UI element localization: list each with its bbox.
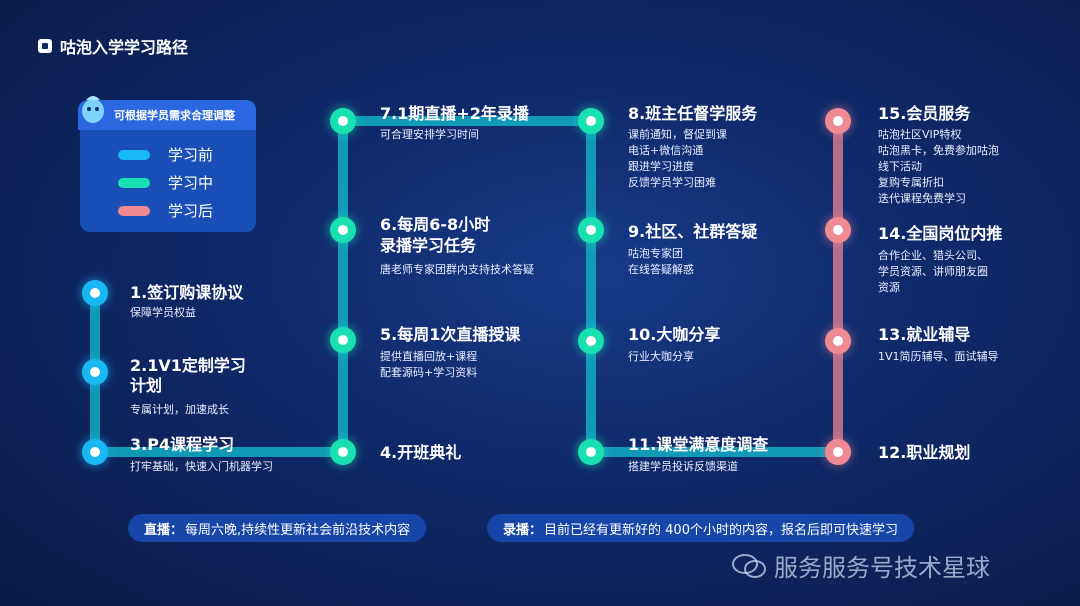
step-node-6 <box>330 217 356 243</box>
step-node-14 <box>825 217 851 243</box>
legend-swatch-before <box>118 149 150 160</box>
watermark-text: 服务服务号技术星球 <box>774 554 990 582</box>
step-desc-5: 配套源码+学习资料 <box>380 366 478 379</box>
step-desc-8: 电话+微信沟通 <box>628 144 704 157</box>
step-title-1: 1.签订购课协议 <box>130 283 244 302</box>
legend-header-text: 可根据学员需求合理调整 <box>114 109 235 122</box>
step-desc-9: 咕泡专家团 <box>628 247 683 260</box>
legend-panel: 可根据学员需求合理调整 学习前 学习中 学习后 <box>78 96 256 232</box>
step-desc-15: 迭代课程免费学习 <box>878 192 966 205</box>
step-node-2 <box>82 359 108 385</box>
step-title-13: 13.就业辅导 <box>878 325 971 344</box>
step-node-7 <box>330 108 356 134</box>
step-desc-15: 线下活动 <box>878 160 922 173</box>
step-desc-8: 课前通知，督促到课 <box>628 128 727 141</box>
step-title-10: 10.大咖分享 <box>628 325 721 344</box>
step-title-7: 7.1期直播+2年录播 <box>380 104 529 123</box>
wechat-icon <box>732 553 766 578</box>
legend-item-during: 学习中 <box>118 172 213 193</box>
step-title-5: 5.每周1次直播授课 <box>380 325 521 344</box>
step-desc-15: 复购专属折扣 <box>878 176 944 189</box>
step-node-11 <box>578 439 604 465</box>
step-title-6: 6.每周6-8小时 <box>380 215 491 234</box>
step-node-4 <box>330 439 356 465</box>
step-node-12 <box>825 439 851 465</box>
step-desc-14: 学员资源、讲师朋友圈 <box>878 265 988 278</box>
step-desc-8: 跟进学习进度 <box>628 160 694 173</box>
step-node-10 <box>578 328 604 354</box>
legend-swatch-during <box>118 177 150 188</box>
legend-item-before: 学习前 <box>118 144 213 165</box>
step-desc-14: 资源 <box>878 281 900 294</box>
step-desc-11: 搭建学员投诉反馈渠道 <box>628 460 738 473</box>
legend-item-after: 学习后 <box>118 200 213 221</box>
step-desc-10: 行业大咖分享 <box>628 350 694 363</box>
step-desc-2: 专属计划，加速成长 <box>130 403 229 416</box>
step-node-5 <box>330 327 356 353</box>
step-title-4: 4.开班典礼 <box>380 443 462 462</box>
step-title-12: 12.职业规划 <box>878 443 971 462</box>
step-node-1 <box>82 280 108 306</box>
step-desc-9: 在线答疑解惑 <box>628 263 694 276</box>
square-bullet-icon <box>38 39 52 53</box>
step-title-3: 3.P4课程学习 <box>130 435 235 454</box>
step-node-3 <box>82 439 108 465</box>
record-note-text: 目前已经有更新好的 400个小时的内容，报名后即可快速学习 <box>544 522 898 538</box>
step-title-8: 8.班主任督学服务 <box>628 104 758 123</box>
step-desc-15: 咕泡黑卡，免费参加咕泡 <box>878 144 999 157</box>
step-node-8 <box>578 108 604 134</box>
record-note-label: 录播： <box>503 522 543 538</box>
step-title-9: 9.社区、社群答疑 <box>628 222 758 241</box>
step-desc-3: 打牢基础，快速入门机器学习 <box>130 460 273 473</box>
mascot-icon <box>82 96 104 123</box>
step-title-2: 2.1V1定制学习 <box>130 356 246 375</box>
step-desc-15: 咕泡社区VIP特权 <box>878 128 962 141</box>
step-title-6-line2: 录播学习任务 <box>380 236 477 255</box>
step-node-13 <box>825 328 851 354</box>
page-title: 咕泡入学学习路径 <box>38 34 188 58</box>
legend-label: 学习中 <box>168 174 214 192</box>
legend-swatch-after <box>118 205 150 216</box>
step-title-2-line2: 计划 <box>130 376 163 395</box>
record-note-pill: 录播： 目前已经有更新好的 400个小时的内容，报名后即可快速学习 <box>487 514 914 542</box>
step-node-9 <box>578 217 604 243</box>
step-title-11: 11.课堂满意度调查 <box>628 435 769 454</box>
step-title-14: 14.全国岗位内推 <box>878 224 1003 243</box>
watermark: 服务服务号技术星球 <box>732 548 990 583</box>
live-note-label: 直播： <box>144 522 184 538</box>
step-desc-7: 可合理安排学习时间 <box>380 128 479 141</box>
step-desc-13: 1V1简历辅导、面试辅导 <box>878 350 999 363</box>
legend-header: 可根据学员需求合理调整 <box>78 96 256 130</box>
legend-label: 学习前 <box>168 146 214 164</box>
live-note-pill: 直播： 每周六晚,持续性更新社会前沿技术内容 <box>128 514 427 542</box>
step-desc-8: 反馈学员学习困难 <box>628 176 716 189</box>
live-note-text: 每周六晚,持续性更新社会前沿技术内容 <box>185 522 411 538</box>
step-desc-1: 保障学员权益 <box>130 306 196 319</box>
legend-label: 学习后 <box>168 202 214 220</box>
step-desc-14: 合作企业、猎头公司、 <box>878 249 988 262</box>
step-desc-6: 唐老师专家团群内支持技术答疑 <box>380 263 534 276</box>
page-title-text: 咕泡入学学习路径 <box>60 38 189 57</box>
step-title-15: 15.会员服务 <box>878 104 971 123</box>
step-node-15 <box>825 108 851 134</box>
step-desc-5: 提供直播回放+课程 <box>380 350 478 363</box>
